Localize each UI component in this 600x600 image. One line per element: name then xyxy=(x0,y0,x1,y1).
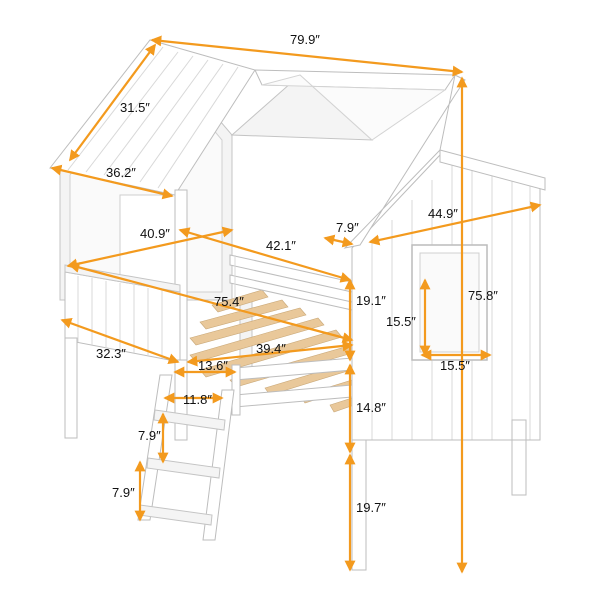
label-ladder-width: 11.8″ xyxy=(183,392,212,407)
label-guard-height-front: 40.9″ xyxy=(140,226,170,241)
label-step-spacing-2: 7.9″ xyxy=(112,485,135,500)
label-roof-slope: 31.5″ xyxy=(120,100,150,115)
label-ladder-opening: 13.6″ xyxy=(198,358,228,373)
label-window-height: 15.5″ xyxy=(386,314,416,329)
label-bed-height: 14.8″ xyxy=(356,400,386,415)
ladder xyxy=(137,374,235,541)
label-rail-height: 19.1″ xyxy=(356,293,386,308)
label-step-spacing-1: 7.9″ xyxy=(138,428,161,443)
label-total-height: 75.8″ xyxy=(468,288,498,303)
label-guard-length: 32.3″ xyxy=(96,346,126,361)
dimension-labels: 79.9″ 31.5″ 36.2″ 44.9″ 7.9″ 40.9″ 42.1″… xyxy=(96,32,498,515)
label-inner-length: 42.1″ xyxy=(266,238,296,253)
label-side-depth: 44.9″ xyxy=(428,206,458,221)
label-window-width: 15.5″ xyxy=(440,358,470,373)
label-floor-clearance: 19.7″ xyxy=(356,500,386,515)
label-mattress-width: 39.4″ xyxy=(256,341,286,356)
label-roof-overhang: 7.9″ xyxy=(336,220,359,235)
label-total-length: 79.9″ xyxy=(290,32,320,47)
dimension-arrows xyxy=(50,35,542,574)
label-roof-depth: 36.2″ xyxy=(106,165,136,180)
label-mattress-length: 75.4″ xyxy=(214,294,244,309)
